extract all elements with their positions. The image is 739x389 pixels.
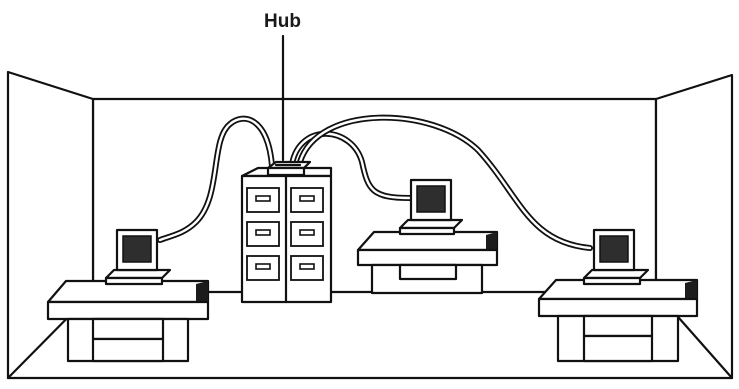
workstation-right	[537, 228, 699, 363]
computer-base	[398, 218, 464, 230]
filing-cabinet	[240, 166, 333, 304]
network-cables	[157, 114, 593, 251]
monitor-screen	[416, 185, 446, 213]
cabinet-drawer	[290, 221, 324, 247]
workstation-left	[46, 228, 210, 363]
cabinet-drawer	[246, 187, 280, 213]
cabinet-drawer	[246, 221, 280, 247]
hub-device	[266, 160, 312, 177]
monitor-screen	[599, 235, 629, 263]
computer-base	[104, 268, 172, 280]
cabinet-drawer	[290, 255, 324, 281]
hub-label: Hub	[264, 11, 301, 32]
cabinet-drawer	[290, 187, 324, 213]
monitor-screen	[122, 235, 152, 263]
workstation-center	[356, 178, 499, 295]
computer-base	[582, 268, 650, 280]
cabinet-drawer	[246, 255, 280, 281]
